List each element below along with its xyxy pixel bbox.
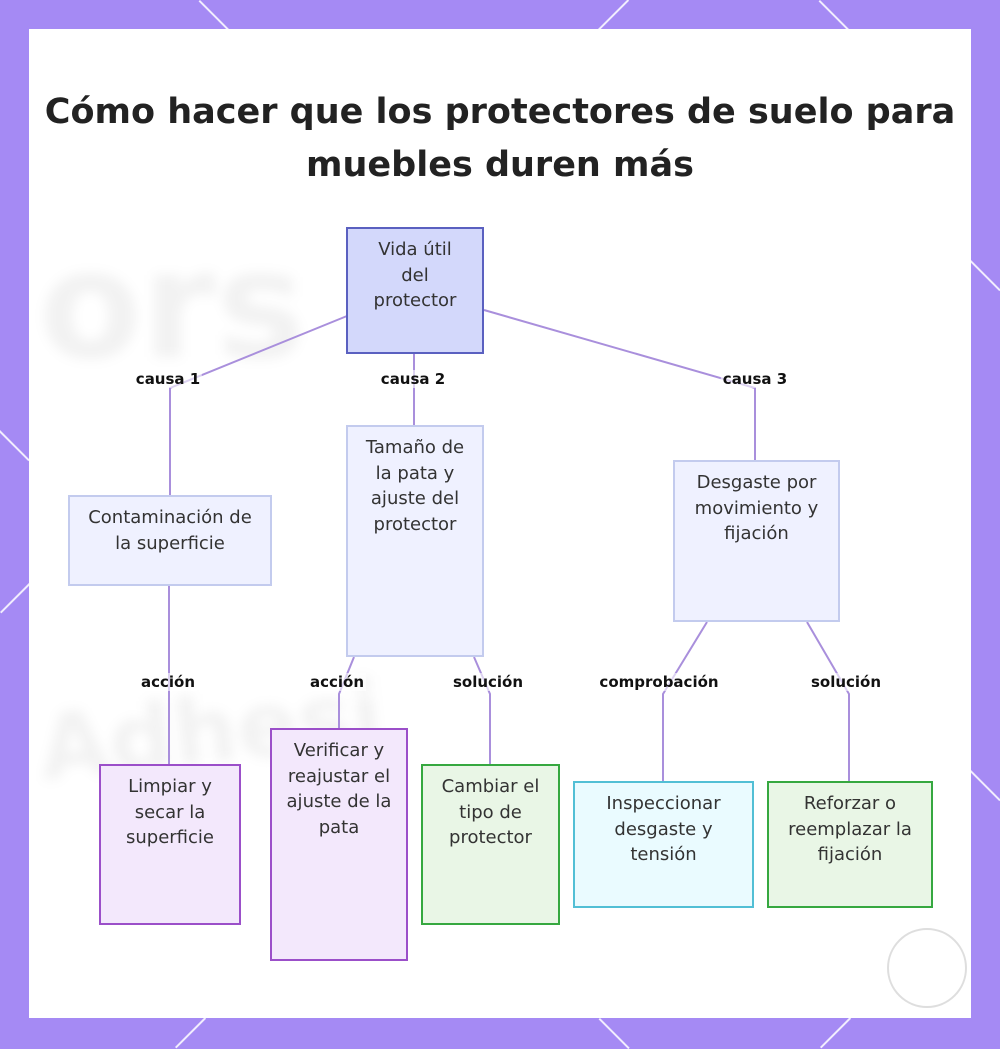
node-reinforce-label: Reforzar o reemplazar la fijación: [788, 793, 912, 865]
node-cause2-label: Tamaño de la pata y ajuste del protector: [365, 437, 465, 535]
edge-label-solucion-2: solución: [808, 673, 884, 691]
page-title: Cómo hacer que los protectores de suelo …: [44, 92, 956, 185]
node-inspect: Inspeccionar desgaste y tensión: [573, 781, 754, 908]
edge-label-accion-2: acción: [307, 673, 367, 691]
frame-decor-line: [0, 430, 30, 462]
frame-decor-line: [818, 0, 850, 32]
node-clean-label: Limpiar y secar la superficie: [126, 776, 214, 848]
edge-label-solucion-1: solución: [450, 673, 526, 691]
node-change: Cambiar el tipo de protector: [421, 764, 560, 925]
frame-decor-line: [175, 1017, 207, 1049]
edge-cause2-verify: [338, 656, 355, 728]
edge-root-cause3: [483, 309, 756, 460]
edge-cause3-reinforce: [806, 621, 850, 781]
node-root: Vida útil del protector: [346, 227, 484, 354]
node-change-label: Cambiar el tipo de protector: [441, 776, 540, 848]
frame-decor-line: [969, 260, 1000, 292]
edge-label-comprobacion: comprobación: [597, 673, 721, 691]
edge-label-causa-3: causa 3: [720, 370, 790, 388]
node-reinforce: Reforzar o reemplazar la fijación: [767, 781, 933, 908]
edge-root-cause1: [169, 315, 348, 495]
node-verify-label: Verificar y reajustar el ajuste de la pa…: [286, 740, 392, 838]
diagram-card: ors Adhesi Cómo hacer que los protectore…: [29, 29, 971, 1018]
edge-label-causa-1: causa 1: [133, 370, 203, 388]
node-cause3: Desgaste por movimiento y fijación: [673, 460, 840, 622]
node-cause3-label: Desgaste por movimiento y fijación: [694, 472, 819, 544]
node-inspect-label: Inspeccionar desgaste y tensión: [606, 793, 721, 865]
frame-decor-line: [198, 0, 230, 32]
node-cause1: Contaminación de la superficie: [68, 495, 272, 586]
background-ghost-text: ors: [39, 219, 306, 393]
edge-cause3-inspect: [662, 621, 708, 781]
node-root-label: Vida útil del protector: [373, 239, 457, 311]
watermark-seal: [887, 928, 967, 1008]
edge-label-accion-1: acción: [138, 673, 198, 691]
edge-cause2-change: [473, 656, 491, 764]
frame-decor-line: [598, 0, 630, 31]
frame-decor-line: [820, 1017, 852, 1049]
frame-decor-line: [598, 1018, 630, 1049]
frame-decor-line: [0, 582, 32, 614]
node-cause2: Tamaño de la pata y ajuste del protector: [346, 425, 484, 657]
node-verify: Verificar y reajustar el ajuste de la pa…: [270, 728, 408, 961]
frame-decor-line: [969, 770, 1000, 802]
node-clean: Limpiar y secar la superficie: [99, 764, 241, 925]
node-cause1-label: Contaminación de la superficie: [88, 507, 252, 554]
edge-label-causa-2: causa 2: [378, 370, 448, 388]
